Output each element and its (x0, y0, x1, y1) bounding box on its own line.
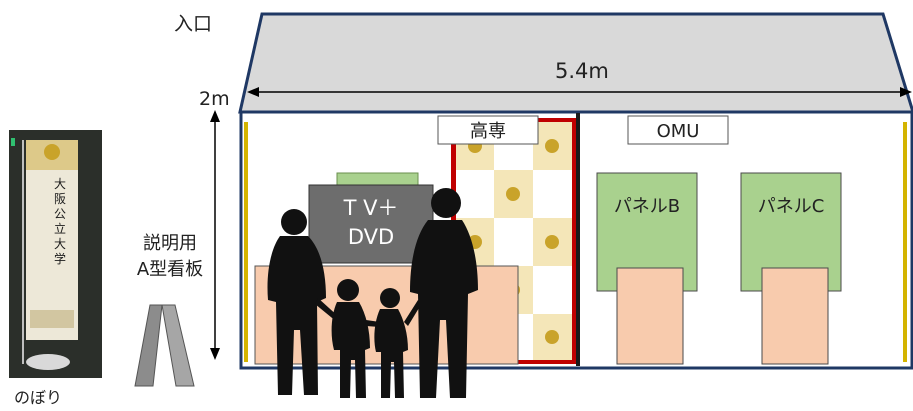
height-label: 2m (199, 88, 230, 110)
banner-char: 学 (54, 251, 66, 266)
kosen-label: 高専 (470, 121, 506, 142)
desk-c (761, 267, 829, 365)
panel-c-label: パネルC (758, 196, 825, 217)
sign-label-line2: A型看板 (137, 259, 203, 280)
panel-b-label: パネルB (614, 196, 680, 217)
width-label: 5.4m (555, 59, 609, 83)
banner-char: 阪 (54, 192, 66, 206)
kosen-label-box (437, 115, 539, 145)
tv-label-line1: T V＋ (343, 196, 399, 220)
banner-char: 大 (54, 177, 66, 191)
omu-label: OMU (657, 121, 700, 142)
height-arrow-icon (210, 110, 220, 360)
nobori-label: のぼり (14, 388, 62, 407)
sign-label-line1: 説明用 (143, 233, 197, 254)
banner-char: 公 (54, 207, 66, 221)
a-frame-sign-icon (134, 304, 195, 387)
banner-text: 大 阪 公 立 大 学 (54, 177, 66, 266)
people-silhouette-icon (267, 188, 478, 398)
tv-label-line2: DVD (348, 225, 394, 249)
nobori-photo (9, 130, 102, 378)
banner-char: 大 (54, 237, 66, 251)
entrance-label: 入口 (174, 13, 212, 35)
banner-char: 立 (54, 221, 66, 236)
omu-label-box (627, 115, 729, 145)
desk-b (616, 267, 684, 365)
width-arrow-icon (247, 87, 912, 97)
